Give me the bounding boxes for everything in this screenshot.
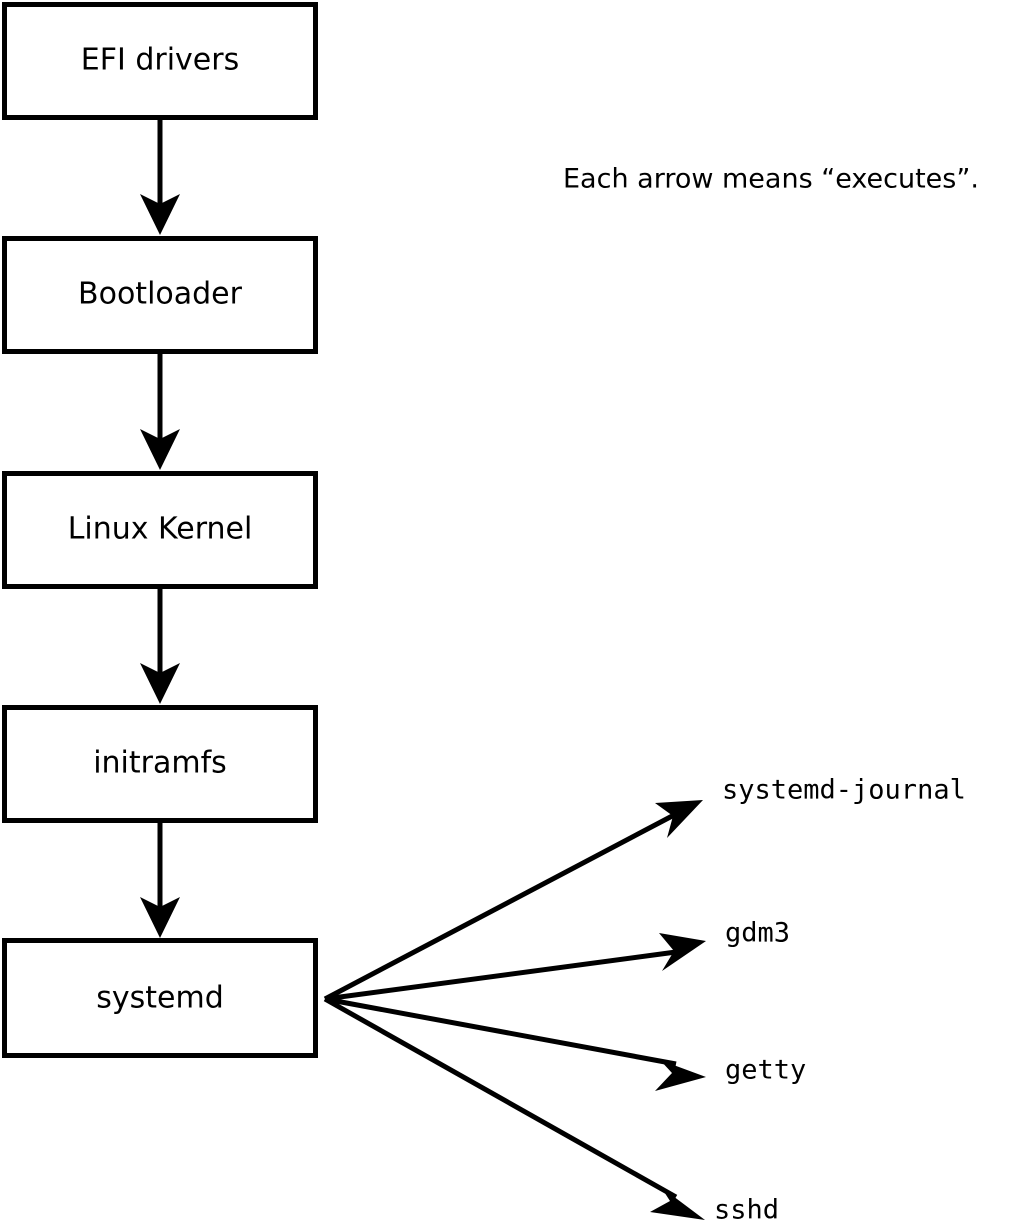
arrow-head-icon bbox=[140, 897, 180, 938]
edge-systemd-to-sshd bbox=[323, 996, 705, 1220]
arrow-head-icon bbox=[140, 663, 180, 704]
service-label-sshd: sshd bbox=[714, 1195, 779, 1226]
edge-linux-kernel-to-initramfs bbox=[140, 589, 180, 704]
box-label: initramfs bbox=[93, 746, 227, 781]
edge-systemd-to-systemd-journal bbox=[323, 800, 703, 1002]
chain-node-initramfs[interactable]: initramfs bbox=[2, 705, 318, 823]
arrow-head-icon bbox=[650, 1187, 705, 1220]
arrow-head-icon bbox=[140, 194, 180, 235]
edge-systemd-to-gdm3 bbox=[324, 933, 706, 1002]
service-label-gdm3: gdm3 bbox=[725, 918, 790, 949]
box-label: Linux Kernel bbox=[68, 512, 253, 547]
chain-node-efi-drivers[interactable]: EFI drivers bbox=[2, 2, 318, 120]
box-label: EFI drivers bbox=[81, 43, 239, 78]
arrow-head-icon bbox=[140, 429, 180, 470]
chain-node-linux-kernel[interactable]: Linux Kernel bbox=[2, 471, 318, 589]
box-label: Bootloader bbox=[78, 277, 243, 312]
box-outline bbox=[2, 938, 318, 1058]
box-outline bbox=[2, 236, 318, 354]
box-label: systemd bbox=[96, 981, 224, 1016]
chain-node-bootloader[interactable]: Bootloader bbox=[2, 236, 318, 354]
box-outline bbox=[2, 471, 318, 589]
box-outline bbox=[2, 705, 318, 823]
legend-caption: Each arrow means “executes”. bbox=[563, 164, 979, 195]
box-outline bbox=[2, 2, 318, 120]
arrow-head-icon bbox=[659, 933, 706, 971]
edge-initramfs-to-systemd bbox=[140, 823, 180, 938]
edge-efi-drivers-to-bootloader bbox=[140, 120, 180, 235]
edge-bootloader-to-linux-kernel bbox=[140, 354, 180, 470]
chain-node-systemd[interactable]: systemd bbox=[2, 938, 318, 1058]
arrow-head-icon bbox=[655, 1060, 706, 1091]
service-label-getty: getty bbox=[725, 1055, 806, 1086]
arrow-head-icon bbox=[655, 800, 703, 838]
edge-systemd-to-getty bbox=[324, 996, 706, 1091]
service-label-systemd-journal: systemd-journal bbox=[722, 775, 966, 806]
